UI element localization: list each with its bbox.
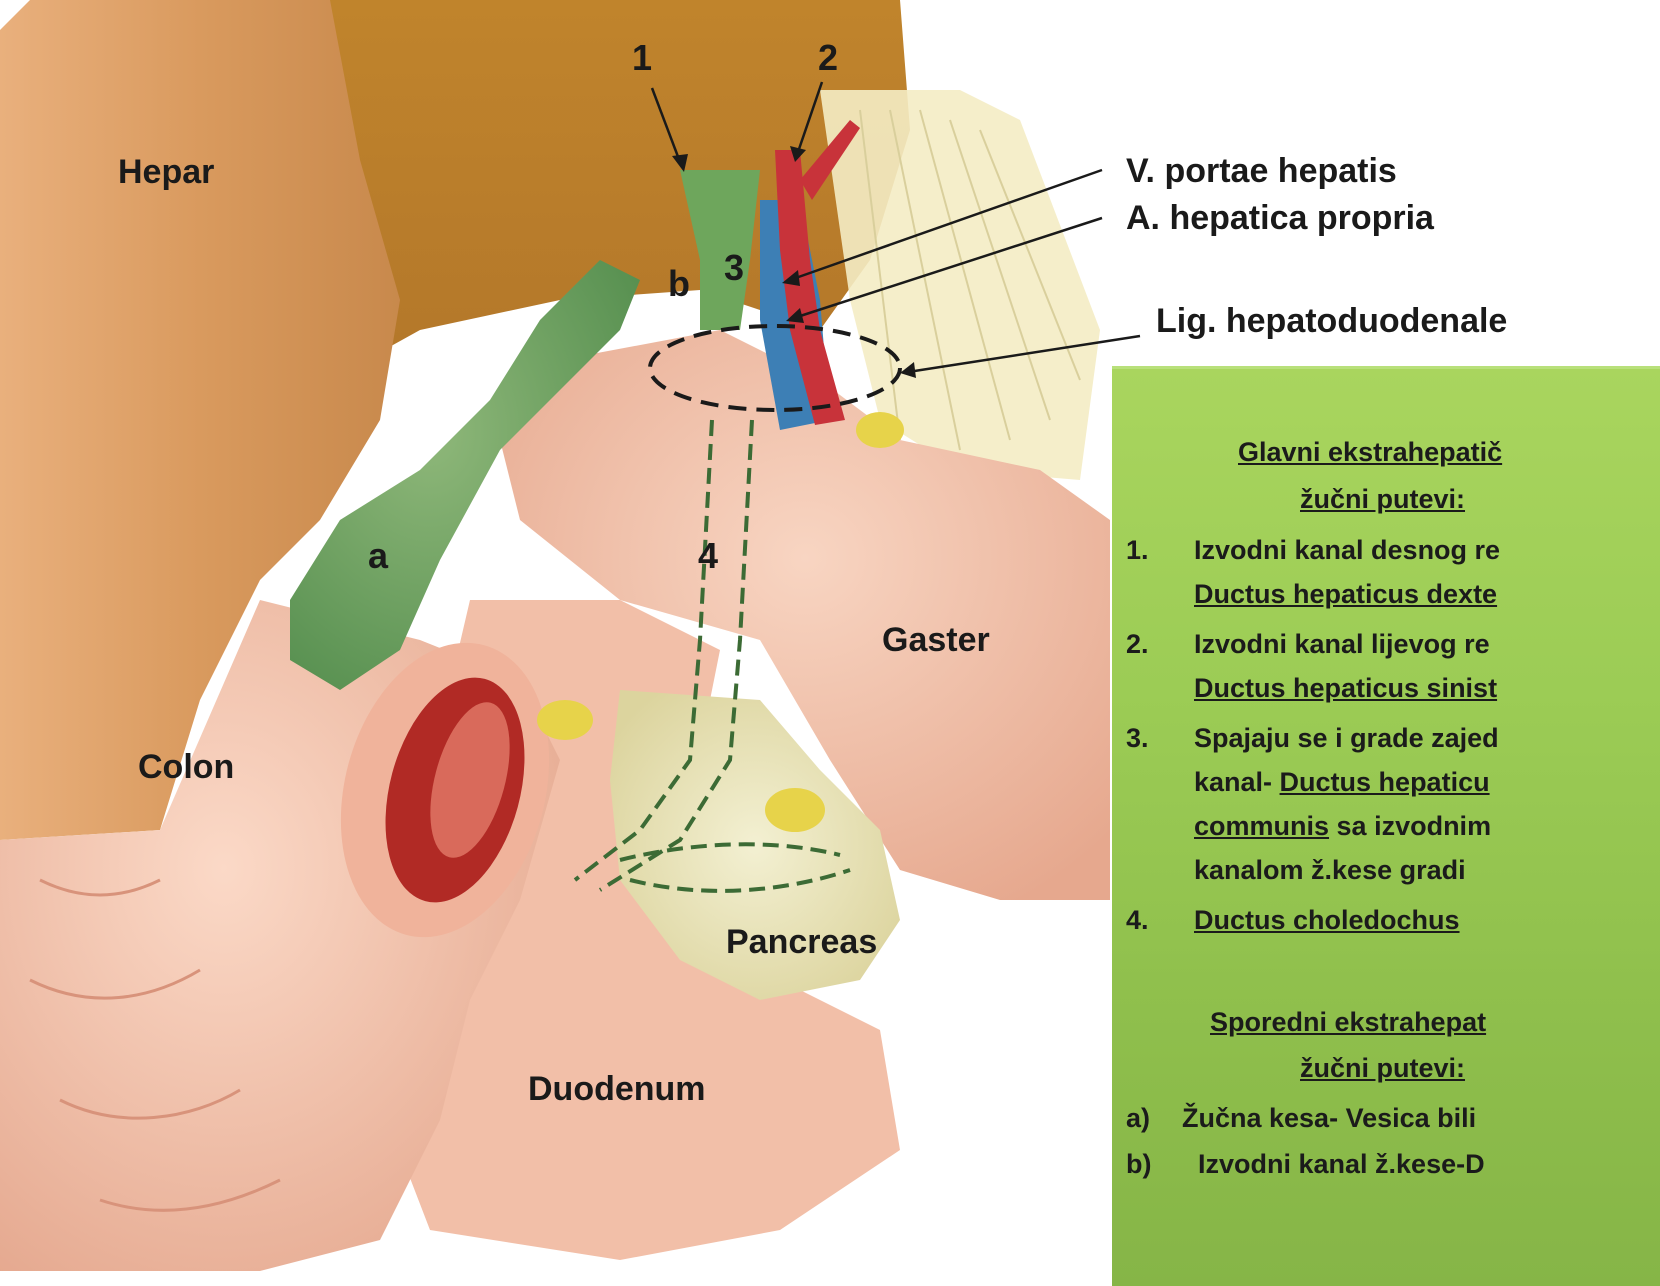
- label-duodenum: Duodenum: [528, 1072, 706, 1106]
- item-3-line3-term: communis: [1194, 811, 1329, 841]
- info-panel: Glavni ekstrahepatič žučni putevi: 1. Iz…: [1112, 366, 1660, 1286]
- main-heading-line2: žučni putevi:: [1300, 486, 1465, 513]
- item-3-line2-prefix: kanal-: [1194, 767, 1280, 797]
- item-3-line2: kanal- Ductus hepaticu: [1194, 769, 1490, 796]
- item-1-line1: Izvodni kanal desnog re: [1194, 537, 1500, 564]
- item-3-marker: 3.: [1126, 725, 1149, 752]
- label-gaster: Gaster: [882, 623, 990, 657]
- label-a-hepatica: A. hepatica propria: [1126, 201, 1434, 235]
- label-3: 3: [724, 250, 744, 286]
- label-colon: Colon: [138, 750, 234, 784]
- label-hepar: Hepar: [118, 155, 214, 189]
- secondary-item-a-text: Žučna kesa- Vesica bili: [1182, 1105, 1476, 1132]
- item-2-marker: 2.: [1126, 631, 1149, 658]
- label-v-portae: V. portae hepatis: [1126, 154, 1397, 188]
- item-4-marker: 4.: [1126, 907, 1149, 934]
- item-3-line4: kanalom ž.kese gradi: [1194, 857, 1466, 884]
- item-3-line2-term: Ductus hepaticu: [1280, 767, 1490, 797]
- label-pancreas: Pancreas: [726, 925, 877, 959]
- item-2-line2: Ductus hepaticus sinist: [1194, 675, 1497, 702]
- secondary-heading-line2: žučni putevi:: [1300, 1055, 1465, 1082]
- item-3-line3: communis sa izvodnim: [1194, 813, 1491, 840]
- main-heading-line1: Glavni ekstrahepatič: [1238, 439, 1502, 466]
- item-1-line2: Ductus hepaticus dexte: [1194, 581, 1497, 608]
- item-4-line1: Ductus choledochus: [1194, 907, 1460, 934]
- secondary-item-b-text: Izvodni kanal ž.kese-D: [1198, 1151, 1485, 1178]
- item-3-line1: Spajaju se i grade zajed: [1194, 725, 1499, 752]
- item-3-line3-suffix: sa izvodnim: [1329, 811, 1491, 841]
- label-4: 4: [698, 538, 718, 574]
- secondary-heading-line1: Sporedni ekstrahepat: [1210, 1009, 1486, 1036]
- label-a: a: [368, 538, 388, 574]
- secondary-item-b-marker: b): [1126, 1151, 1151, 1178]
- label-b: b: [668, 266, 690, 302]
- label-2: 2: [818, 40, 838, 76]
- label-1: 1: [632, 40, 652, 76]
- secondary-item-a-marker: a): [1126, 1105, 1150, 1132]
- label-lig-hepatoduodenale: Lig. hepatoduodenale: [1156, 304, 1507, 338]
- item-2-line1: Izvodni kanal lijevog re: [1194, 631, 1490, 658]
- item-1-marker: 1.: [1126, 537, 1149, 564]
